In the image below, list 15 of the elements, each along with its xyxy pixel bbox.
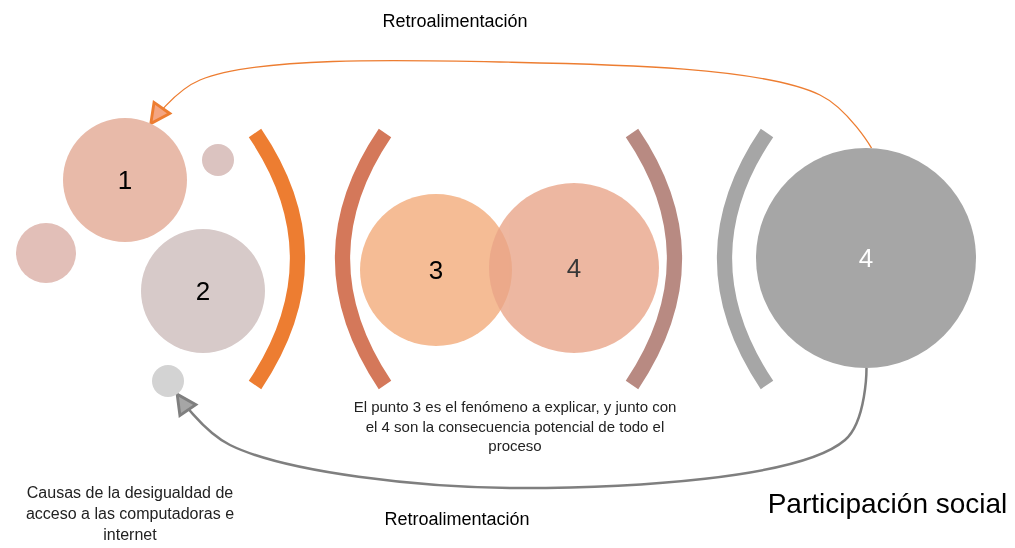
circle-number: 4 <box>858 245 874 271</box>
circle-number: 3 <box>428 257 444 283</box>
circle <box>202 144 234 176</box>
note-text: Causas de la desigualdad de acceso a las computadoras e internet <box>24 483 236 545</box>
circle-number: 4 <box>566 255 582 281</box>
circle-number: 1 <box>117 167 133 193</box>
circle <box>16 223 76 283</box>
feedback-arrow <box>175 367 868 490</box>
edge-label: Retroalimentación <box>383 509 531 530</box>
circle <box>152 365 184 397</box>
note-text: Participación social <box>766 487 1009 521</box>
edge-label: Retroalimentación <box>381 11 529 32</box>
feedback-arrow <box>149 59 873 149</box>
circle-number: 2 <box>195 278 211 304</box>
note-text: El punto 3 es el fenómeno a explicar, y junto con el 4 son la consecuencia potencial de todo el proceso <box>352 397 678 456</box>
